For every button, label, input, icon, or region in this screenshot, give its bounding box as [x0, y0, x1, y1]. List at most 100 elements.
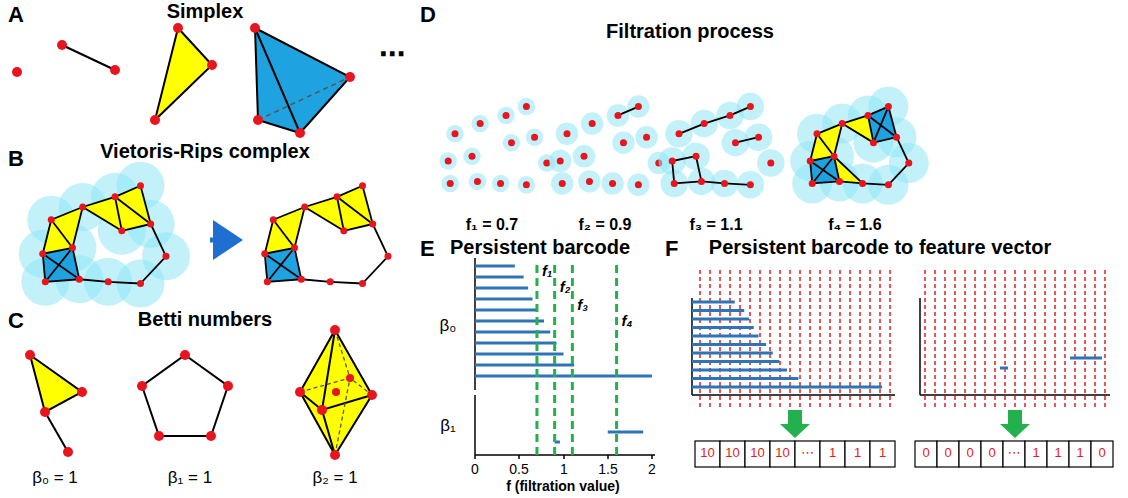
- vertex-dot: [137, 182, 144, 189]
- filtration-line: [553, 265, 556, 458]
- simplex-edge: [679, 124, 704, 134]
- sample-line: [994, 270, 996, 408]
- betti-label: β₁ = 1: [168, 468, 212, 488]
- ball: [745, 123, 773, 151]
- panel-title: Simplex: [167, 0, 244, 23]
- simplex-edge: [265, 254, 268, 282]
- vector-value: 0: [922, 446, 929, 461]
- simplex-edge: [51, 207, 82, 220]
- simplex-edge: [273, 207, 304, 220]
- filtration-line: [535, 265, 538, 458]
- bar: [475, 331, 550, 334]
- vertex-dot: [732, 139, 739, 146]
- ellipsis: ⋯: [379, 40, 405, 70]
- bar: [692, 318, 749, 321]
- ball: [607, 104, 630, 127]
- vertex-dot: [693, 153, 700, 160]
- vertex-dot: [747, 103, 754, 110]
- vertex-dot: [635, 103, 642, 110]
- vector-value: 1: [829, 446, 836, 461]
- ball: [581, 112, 604, 135]
- vertex-dot: [523, 181, 530, 188]
- vertex-dot: [385, 253, 392, 260]
- bar: [475, 265, 515, 268]
- vector-value: 1: [1054, 446, 1061, 461]
- vertex-dot: [264, 278, 271, 285]
- bar: [475, 298, 533, 301]
- ball: [682, 142, 710, 170]
- vertex-dot: [643, 134, 650, 141]
- barcode-axes: [475, 258, 655, 459]
- betti-axis: β₁: [440, 416, 456, 436]
- ball: [439, 152, 457, 170]
- simplex-edge: [151, 224, 166, 256]
- vector-value: 10: [700, 446, 714, 461]
- simplex-edge: [301, 279, 330, 282]
- simplex-edge: [83, 207, 122, 231]
- vertex-dot: [76, 276, 83, 283]
- tick-label: 0.5: [509, 461, 528, 477]
- vertex-dot: [291, 244, 298, 251]
- panel-title: Betti numbers: [138, 308, 272, 331]
- simplex-edge: [295, 207, 305, 248]
- sample-line: [889, 270, 891, 408]
- feature-axes: [692, 298, 1110, 395]
- vertex-dot: [298, 276, 305, 283]
- ball: [627, 95, 650, 118]
- ball: [612, 131, 635, 154]
- bar: [692, 301, 735, 304]
- vertex-dot: [559, 180, 566, 187]
- vertex-dot: [147, 221, 154, 228]
- ball: [492, 175, 510, 193]
- bar: [692, 369, 787, 372]
- vertex-dot: [727, 112, 734, 119]
- bar: [692, 377, 798, 380]
- vertex-dot: [859, 180, 866, 187]
- vertex-dot: [807, 158, 814, 165]
- vertex-dot: [39, 250, 46, 257]
- vertex-dot: [831, 153, 838, 160]
- tick-label: 2: [648, 461, 656, 477]
- bar: [475, 342, 556, 345]
- simplex-edge: [812, 156, 834, 183]
- vertex-dot: [671, 180, 678, 187]
- vector-value: 10: [775, 446, 789, 461]
- panel-letter: C: [8, 308, 24, 333]
- simplex-edge: [863, 183, 889, 184]
- panel-letter: F: [665, 236, 678, 261]
- vector-cell: [845, 441, 870, 467]
- bar: [692, 343, 766, 346]
- vertex-dot: [809, 180, 816, 187]
- simplex-edge: [330, 282, 362, 284]
- simplex-edge: [873, 137, 896, 142]
- vector-value: 1: [1032, 446, 1039, 461]
- vertex-dot: [635, 181, 642, 188]
- vector-cell: [1069, 441, 1091, 467]
- sample-line: [1104, 270, 1106, 408]
- sample-line: [974, 270, 976, 408]
- vector-value: 1: [854, 446, 861, 461]
- betti-label: β₂ = 1: [312, 468, 357, 488]
- vertex-dot: [893, 134, 900, 141]
- vertex-dot: [48, 216, 55, 223]
- simplex-edge: [267, 279, 301, 282]
- vector-cell: [1047, 441, 1069, 467]
- simplex-edge: [305, 197, 337, 207]
- simplex-edge: [73, 207, 83, 248]
- vector-cell: [745, 441, 770, 467]
- filtration-tag: f₄: [621, 312, 634, 329]
- simplex-edge: [45, 279, 79, 282]
- ball: [578, 170, 601, 193]
- simplex-edge: [735, 137, 758, 142]
- simplex-edge: [674, 181, 701, 183]
- ball: [503, 134, 521, 152]
- simplex-edge: [141, 256, 167, 283]
- vertex-dot: [447, 180, 454, 187]
- sample-line: [1094, 270, 1096, 408]
- simplex-edge: [725, 183, 751, 184]
- vertex-dot: [118, 227, 125, 234]
- vertex-dot: [42, 278, 49, 285]
- vertex-dot: [767, 160, 774, 167]
- bar: [475, 309, 537, 312]
